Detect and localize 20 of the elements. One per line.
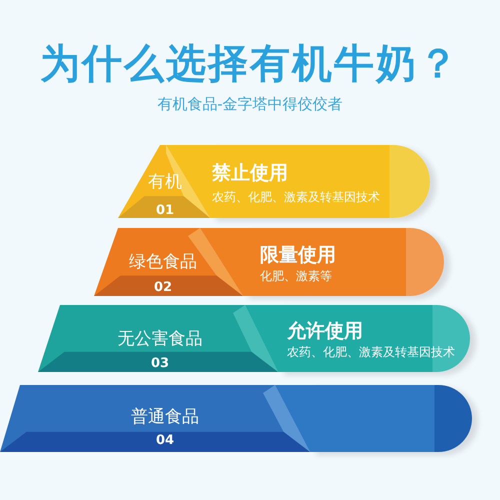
tier-name: 无公害食品	[116, 328, 204, 350]
band	[210, 145, 430, 218]
subtitle: 有机食品-金字塔中得佼佼者	[156, 95, 344, 114]
tier-name: 普通食品	[130, 406, 200, 428]
band-heading: 禁止使用	[212, 161, 288, 186]
tier-name: 有机	[147, 171, 183, 193]
tier-number: 03	[150, 356, 170, 371]
band-heading: 限量使用	[260, 243, 336, 268]
band-text: 化肥、激素等	[260, 268, 332, 285]
band	[243, 228, 444, 296]
band-heading: 允许使用	[287, 319, 363, 344]
band	[278, 305, 470, 372]
tier-number: 02	[152, 280, 174, 295]
tier-number: 01	[154, 203, 176, 218]
tier-number: 04	[154, 433, 176, 448]
title: 为什么选择有机牛奶？	[39, 40, 461, 89]
band	[310, 385, 472, 452]
tier-name: 绿色食品	[128, 251, 198, 273]
band-text: 农药、化肥、激素及转基因技术	[212, 189, 380, 206]
band-text: 农药、化肥、激素及转基因技术	[287, 344, 455, 361]
